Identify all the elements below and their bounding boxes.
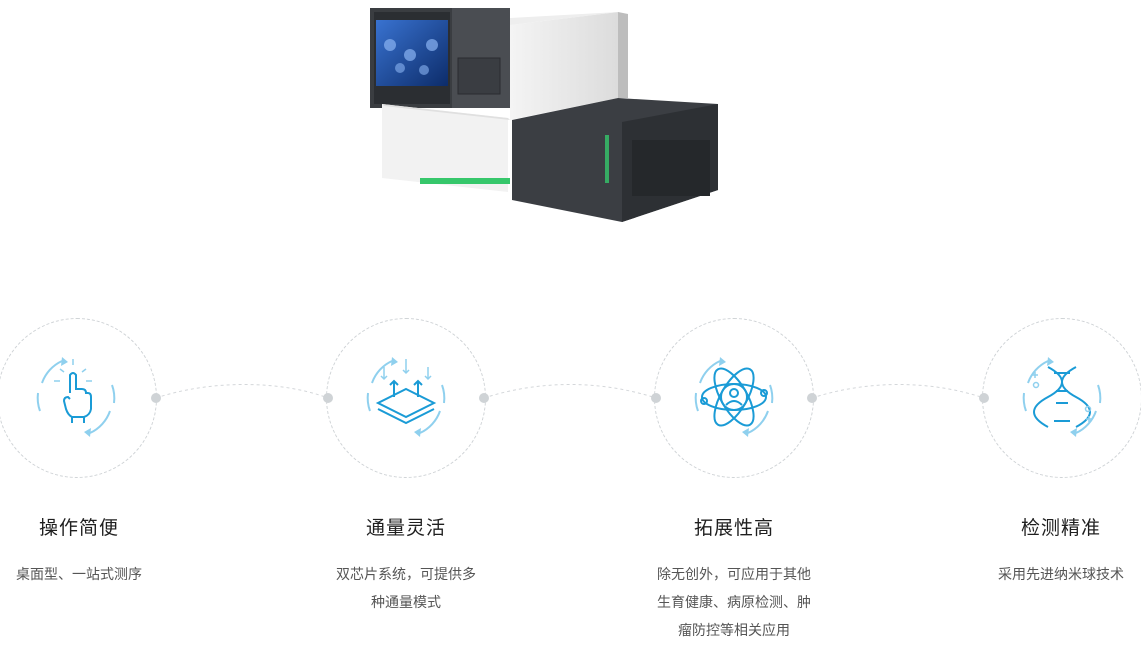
feature-description: 双芯片系统，可提供多 种通量模式 — [286, 561, 526, 617]
feature-description: 桌面型、一站式测序 — [0, 561, 199, 589]
feature-circle — [0, 318, 157, 478]
feature-connector-line — [151, 384, 989, 403]
touch-icon — [36, 357, 116, 437]
feature-circle — [654, 318, 814, 478]
feature-description-line: 除无创外，可应用于其他 — [657, 567, 811, 583]
feature-title: 拓展性高 — [693, 517, 774, 539]
feature-description-line: 瘤防控等相关应用 — [678, 623, 790, 639]
dna-icon — [1022, 357, 1102, 437]
feature-title: 检测精准 — [1020, 517, 1101, 539]
atom-person-icon — [694, 357, 774, 437]
feature-circle — [982, 318, 1141, 478]
feature-circle — [326, 318, 486, 478]
feature-description: 除无创外，可应用于其他 生育健康、病原检测、肿 瘤防控等相关应用 — [614, 561, 854, 645]
layers-icon — [366, 357, 446, 437]
feature-description: 采用先进纳米球技术 — [941, 561, 1141, 589]
feature-title: 通量灵活 — [365, 517, 446, 539]
sequencer-device-image — [370, 8, 718, 222]
feature-description-line: 种通量模式 — [371, 595, 441, 611]
feature-description-line: 桌面型、一站式测序 — [16, 567, 142, 583]
feature-description-line: 采用先进纳米球技术 — [998, 567, 1124, 583]
feature-description-line: 双芯片系统，可提供多 — [336, 567, 476, 583]
feature-description-line: 生育健康、病原检测、肿 — [657, 595, 811, 611]
feature-title: 操作简便 — [38, 517, 119, 539]
